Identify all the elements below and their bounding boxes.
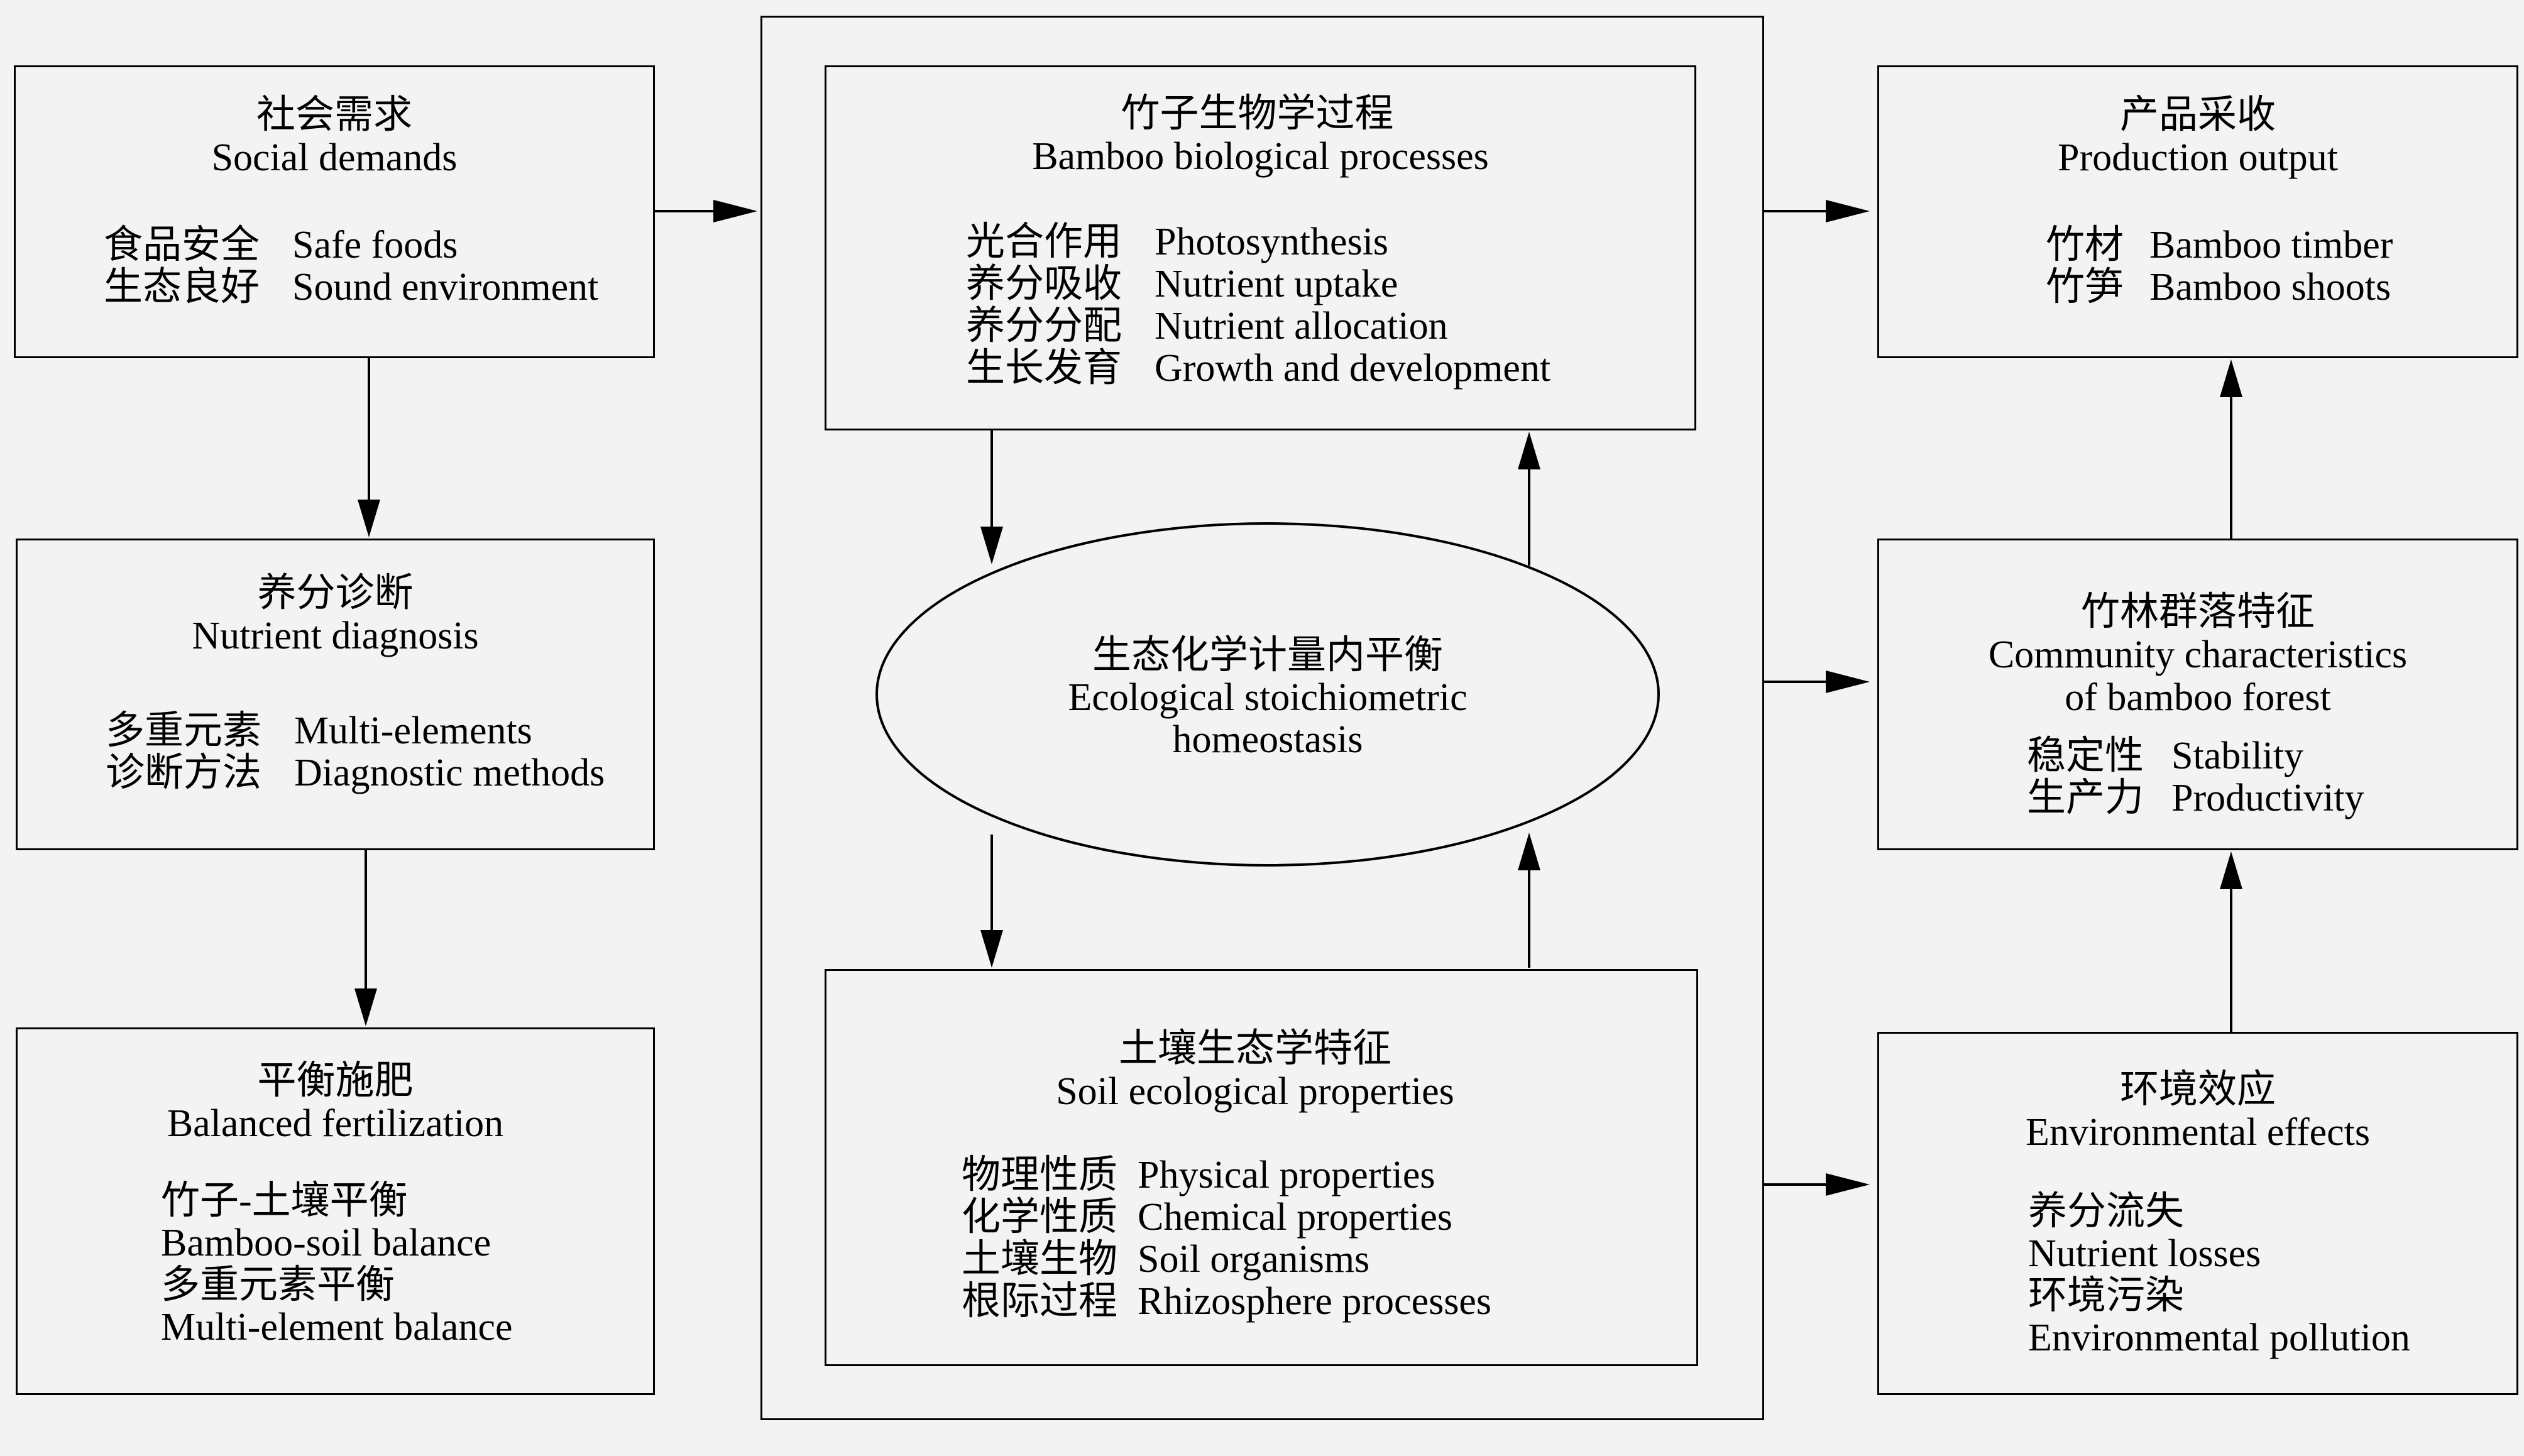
social-demands-title-en: Social demands — [211, 136, 458, 179]
list-item: 养分流失 — [2028, 1190, 2185, 1233]
bamboo-processes-title-en: Bamboo biological processes — [1032, 135, 1489, 178]
list-item: Nutrient losses — [2028, 1232, 2261, 1275]
list-item: 环境污染 — [2028, 1274, 2185, 1317]
list-item: Bamboo-soil balance — [161, 1222, 491, 1264]
social-demands-title-cn: 社会需求 — [256, 94, 412, 136]
soil-properties-title-en: Soil ecological properties — [1056, 1070, 1454, 1113]
soil-properties-title-cn: 土壤生态学特征 — [1118, 1027, 1391, 1070]
balanced-fertilization-title-cn: 平衡施肥 — [257, 1059, 414, 1102]
nutrient-diagnosis-title-cn: 养分诊断 — [257, 572, 414, 615]
balanced-fertilization-list: 竹子-土壤平衡 Bamboo-soil balance 多重元素平衡 Multi… — [161, 1180, 512, 1349]
bamboo-processes-title-cn: 竹子生物学过程 — [1121, 92, 1394, 135]
homeostasis-title-en-1: Ecological stoichiometric — [1068, 676, 1468, 719]
environmental-effects-box: 环境效应 Environmental effects 养分流失 Nutrient… — [1877, 1032, 2518, 1395]
list-item: Multi-element balance — [161, 1306, 513, 1349]
community-title-en-1: Community characteristics — [1988, 633, 2408, 676]
community-title-cn: 竹林群落特征 — [2080, 591, 2315, 633]
bamboo-processes-box: 竹子生物学过程 Bamboo biological processes 光合作用… — [825, 65, 1696, 430]
production-output-title-en: Production output — [2057, 136, 2339, 179]
balanced-fertilization-title-en: Balanced fertilization — [167, 1102, 504, 1145]
list-item: 多重元素平衡 — [161, 1264, 395, 1306]
community-box: 竹林群落特征 Community characteristics of bamb… — [1877, 539, 2518, 850]
community-title-en-2: of bamboo forest — [2065, 676, 2331, 719]
environmental-effects-title-en: Environmental effects — [2025, 1111, 2371, 1154]
production-output-title-cn: 产品采收 — [2119, 94, 2276, 136]
list-item: Environmental pollution — [2028, 1316, 2410, 1359]
list-item: 竹子-土壤平衡 — [161, 1180, 408, 1222]
homeostasis-label: 生态化学计量内平衡 Ecological stoichiometric home… — [877, 635, 1659, 761]
balanced-fertilization-box: 平衡施肥 Balanced fertilization 竹子-土壤平衡 Bamb… — [16, 1027, 655, 1395]
environmental-effects-title-cn: 环境效应 — [2119, 1068, 2276, 1111]
homeostasis-title-en-2: homeostasis — [1172, 718, 1363, 761]
homeostasis-title-cn: 生态化学计量内平衡 — [1092, 634, 1443, 677]
nutrient-diagnosis-title-en: Nutrient diagnosis — [192, 615, 479, 657]
environmental-effects-list: 养分流失 Nutrient losses 环境污染 Environmental … — [2028, 1191, 2410, 1359]
